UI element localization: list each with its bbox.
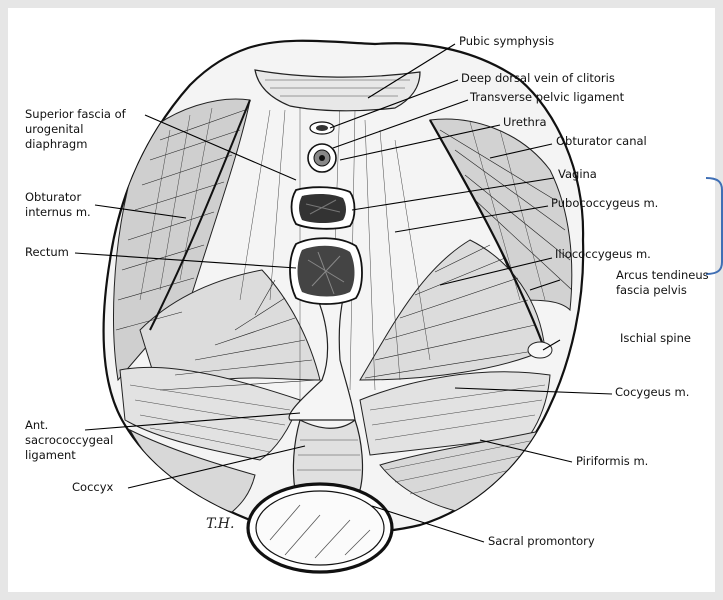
label-transverse-pelvic-ligament: Transverse pelvic ligament [469, 90, 625, 104]
label-superior-fascia-2: urogenital [25, 122, 83, 136]
label-vagina: Vagina [558, 167, 597, 181]
label-obturator-internus-1: Obturator [25, 190, 81, 204]
label-ant-sacro-2: sacrococcygeal [25, 433, 113, 447]
ischial-spine-marker [528, 342, 552, 358]
muscle-group-bracket [706, 178, 722, 274]
label-arcus-tendineus-1: Arcus tendineus [616, 268, 709, 282]
label-ant-sacro-1: Ant. [25, 418, 48, 432]
label-urethra: Urethra [503, 115, 547, 129]
label-piriformis: Piriformis m. [576, 454, 648, 468]
sacral-promontory-shape [248, 484, 392, 572]
label-pubococcygeus: Pubococcygeus m. [551, 196, 658, 210]
label-coccyx: Coccyx [72, 480, 114, 494]
label-iliococcygeus: Iliococcygeus m. [555, 247, 651, 261]
label-ant-sacro-3: ligament [25, 448, 76, 462]
label-rectum: Rectum [25, 245, 69, 259]
label-pubic-symphysis: Pubic symphysis [459, 34, 554, 48]
artist-signature: T.H. [206, 516, 234, 532]
label-superior-fascia-1: Superior fascia of [25, 107, 127, 121]
label-ischial-spine: Ischial spine [620, 331, 691, 345]
rectum-shape [290, 238, 362, 304]
label-superior-fascia-3: diaphragm [25, 137, 87, 151]
vagina-shape [292, 187, 355, 229]
label-sacral-promontory: Sacral promontory [488, 534, 595, 548]
label-deep-dorsal-vein: Deep dorsal vein of clitoris [461, 71, 615, 85]
label-cocygeus: Cocygeus m. [615, 385, 689, 399]
urethra-shape [308, 144, 336, 172]
label-obturator-internus-2: internus m. [25, 205, 91, 219]
label-obturator-canal: Obturator canal [556, 134, 647, 148]
label-arcus-tendineus-2: fascia pelvis [616, 283, 687, 297]
